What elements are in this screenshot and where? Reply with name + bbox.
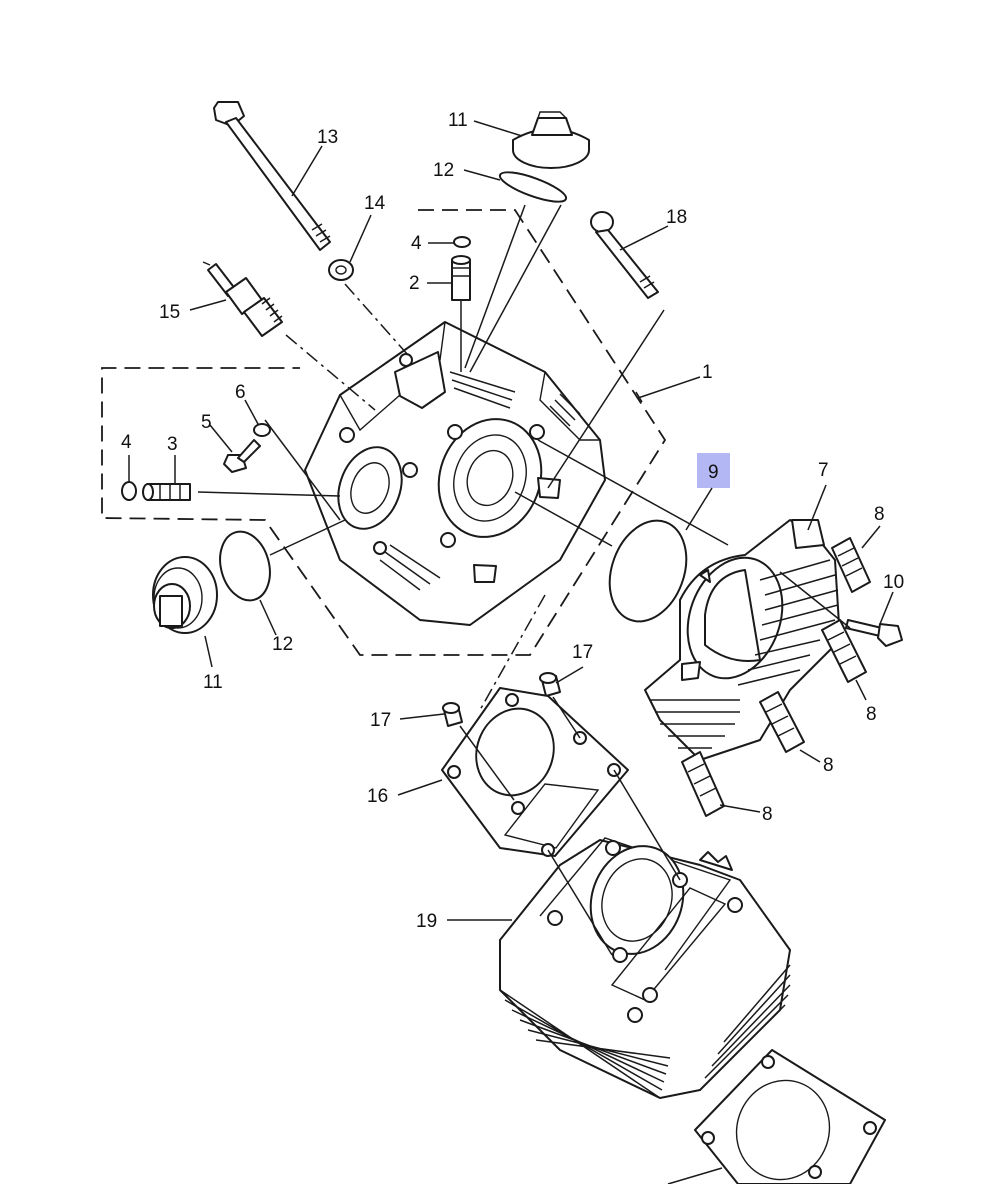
callout-9[interactable]: 9 xyxy=(708,462,719,483)
callout-labels: 1 2 3 4 4 5 6 7 8 8 8 8 9 10 11 11 12 12… xyxy=(121,110,904,932)
cylinder-head-cover[interactable] xyxy=(644,519,841,761)
callout-18[interactable]: 18 xyxy=(666,207,687,228)
o-ring-left[interactable] xyxy=(213,526,277,606)
head-bolt-18[interactable] xyxy=(590,211,659,299)
callout-16[interactable]: 16 xyxy=(367,786,388,807)
callout-4a[interactable]: 4 xyxy=(121,432,132,453)
valve-guide[interactable] xyxy=(451,255,471,301)
callout-7[interactable]: 7 xyxy=(818,460,829,481)
callout-12b[interactable]: 12 xyxy=(272,634,293,655)
head-gasket[interactable] xyxy=(441,687,629,857)
alignment-lines xyxy=(197,204,851,956)
callout-13[interactable]: 13 xyxy=(317,127,338,148)
callout-9-highlight xyxy=(697,453,730,488)
callout-4b[interactable]: 4 xyxy=(411,233,422,254)
head-long-bolt[interactable] xyxy=(213,101,331,251)
washer-6[interactable] xyxy=(253,423,271,437)
dowel-pin-17a[interactable] xyxy=(539,672,561,697)
callout-12a[interactable]: 12 xyxy=(433,160,454,181)
callout-8a[interactable]: 8 xyxy=(874,504,885,525)
bolt-5[interactable] xyxy=(223,439,261,473)
callout-1[interactable]: 1 xyxy=(702,362,713,383)
side-cover-8c[interactable] xyxy=(759,691,805,753)
callout-2[interactable]: 2 xyxy=(409,273,420,294)
callout-11a[interactable]: 11 xyxy=(448,110,468,131)
o-ring-top[interactable] xyxy=(497,167,569,208)
side-cover-8a[interactable] xyxy=(831,537,871,593)
side-cover-8d[interactable] xyxy=(681,751,725,817)
washer[interactable] xyxy=(328,259,354,281)
spark-plug[interactable] xyxy=(202,261,283,337)
callout-8b[interactable]: 8 xyxy=(866,704,877,725)
callout-leaders xyxy=(128,120,894,1184)
callout-3[interactable]: 3 xyxy=(167,434,178,455)
callout-8d[interactable]: 8 xyxy=(762,804,773,825)
callout-19[interactable]: 19 xyxy=(416,911,437,932)
side-cover-8b[interactable] xyxy=(821,619,867,683)
callout-8c[interactable]: 8 xyxy=(823,755,834,776)
callout-6[interactable]: 6 xyxy=(235,382,246,403)
circlip-top[interactable] xyxy=(453,236,471,248)
head-assembly-boundary xyxy=(101,209,667,656)
dowel-pin-17b[interactable] xyxy=(442,702,463,727)
valve-tappet-adjuster[interactable] xyxy=(142,483,191,501)
callout-15[interactable]: 15 xyxy=(159,302,180,323)
callout-11b[interactable]: 11 xyxy=(203,672,223,693)
cylinder-block[interactable] xyxy=(499,833,791,1099)
callout-10[interactable]: 10 xyxy=(883,572,904,593)
callout-17a[interactable]: 17 xyxy=(572,642,593,663)
callout-5[interactable]: 5 xyxy=(201,412,212,433)
circlip-left[interactable] xyxy=(121,481,137,501)
tappet-cover-cap-top[interactable] xyxy=(512,111,590,169)
callout-17b[interactable]: 17 xyxy=(370,710,391,731)
tappet-cover-cap-left[interactable] xyxy=(152,556,218,634)
cylinder-head[interactable] xyxy=(304,321,606,626)
o-ring-9[interactable] xyxy=(596,510,699,632)
bolt-10[interactable] xyxy=(845,619,903,647)
callout-14[interactable]: 14 xyxy=(364,193,386,214)
base-gasket[interactable] xyxy=(694,1049,886,1184)
